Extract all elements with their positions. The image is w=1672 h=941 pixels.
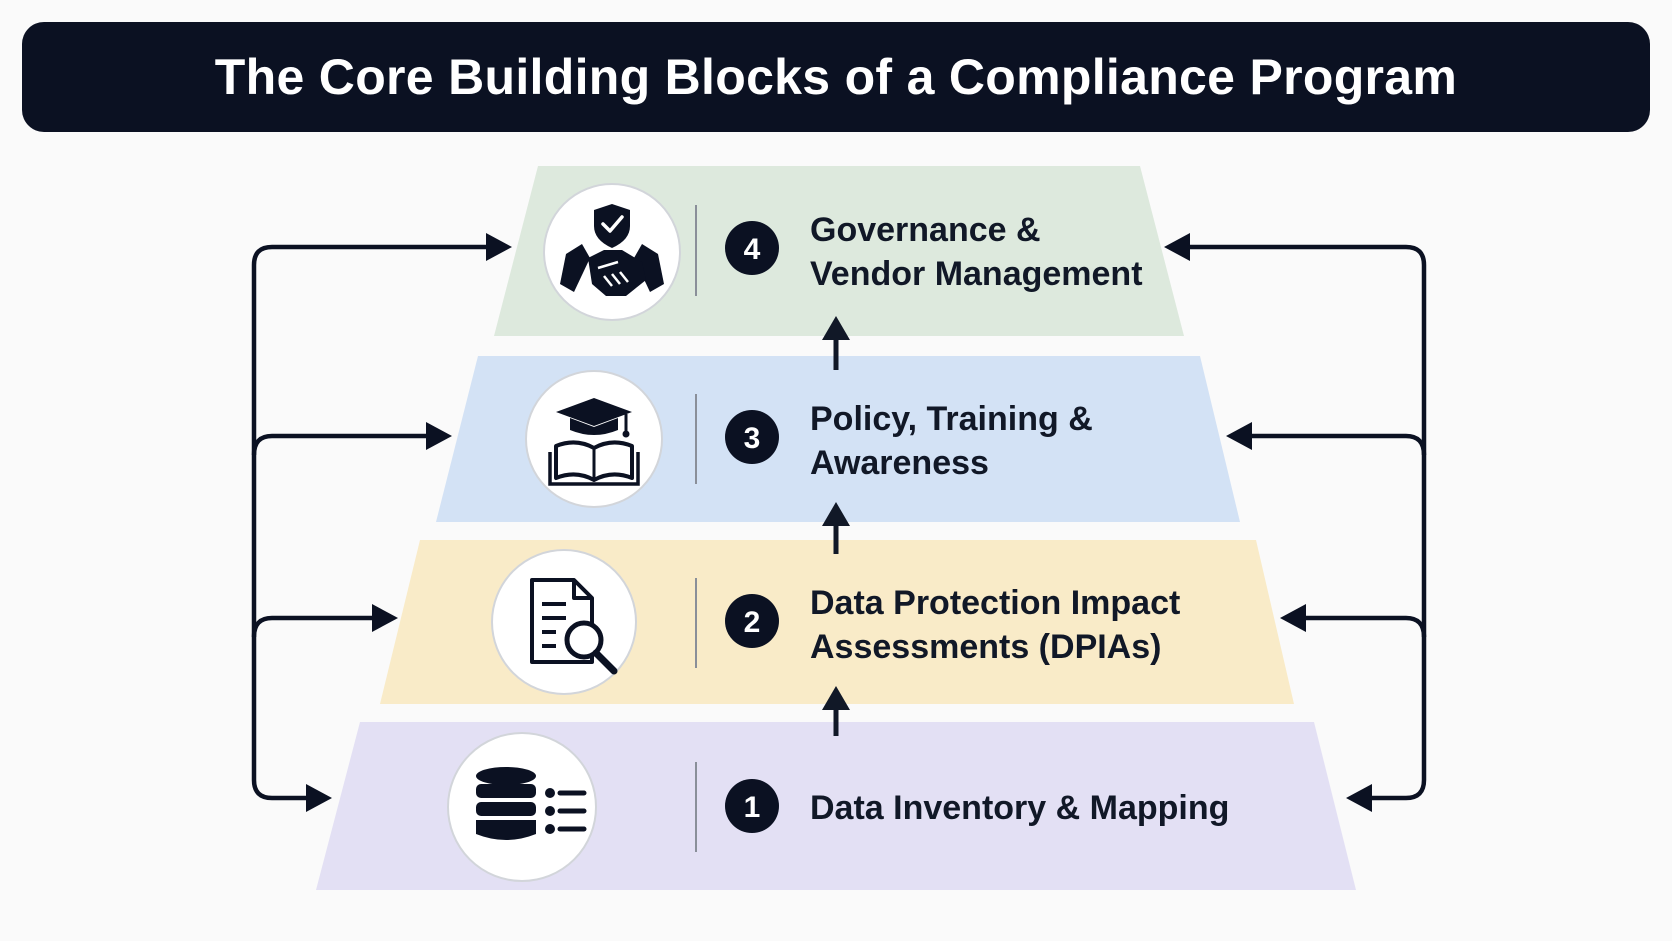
title-banner: The Core Building Blocks of a Compliance… <box>22 22 1650 132</box>
tier-2-number-badge <box>725 594 779 648</box>
tier-3-number: 3 <box>744 422 761 455</box>
tier-3-label: Policy, Training & Awareness <box>810 397 1370 485</box>
left-feedback-loop <box>251 244 490 801</box>
tier-1-number: 1 <box>744 791 761 824</box>
tier-3-label-line1: Policy, Training & <box>810 400 1093 438</box>
tier-1-number-badge <box>725 779 779 833</box>
tier-1-label: Data Inventory & Mapping <box>810 786 1370 830</box>
tier-3-icon-circle <box>525 370 663 508</box>
tier-3-number-badge <box>725 410 779 464</box>
tier-1-label-line1: Data Inventory & Mapping <box>810 789 1230 827</box>
right-arrowheads <box>1164 233 1372 812</box>
page-title: The Core Building Blocks of a Compliance… <box>214 49 1458 105</box>
tier-4-label-line1: Governance & <box>810 211 1041 249</box>
graduation-book-icon <box>548 398 640 486</box>
tier-2-number: 2 <box>744 606 761 639</box>
tier-4-number-badge <box>725 221 779 275</box>
document-search-icon <box>530 578 618 675</box>
tier-4-label-line2: Vendor Management <box>810 255 1143 293</box>
tier-2-label: Data Protection Impact Assessments (DPIA… <box>810 581 1370 669</box>
tier-3-label-line2: Awareness <box>810 444 989 482</box>
up-arrows <box>822 316 850 736</box>
database-list-icon <box>476 767 587 840</box>
tier-4-label: Governance & Vendor Management <box>810 208 1370 296</box>
tier-2-label-line1: Data Protection Impact <box>810 584 1181 622</box>
right-feedback-loop <box>1184 244 1427 801</box>
left-arrowheads <box>306 233 512 812</box>
tier-4-number: 4 <box>744 233 761 266</box>
handshake-shield-icon <box>560 204 664 296</box>
tier-2-label-line2: Assessments (DPIAs) <box>810 628 1162 666</box>
